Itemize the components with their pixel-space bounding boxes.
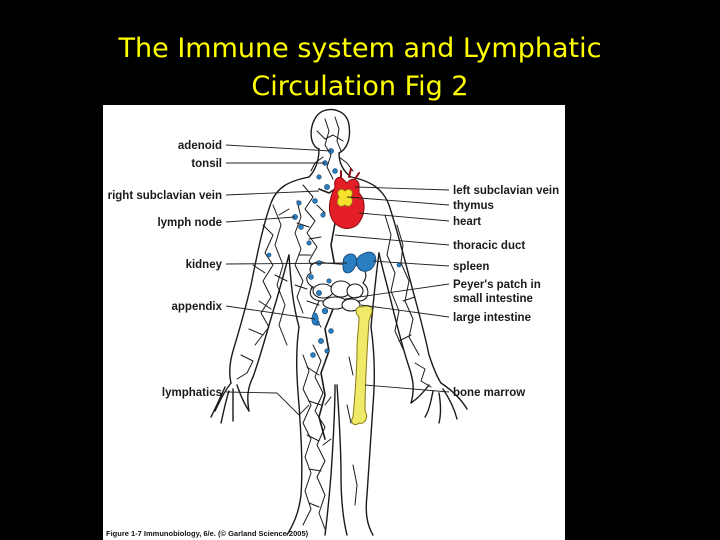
lymphatic-system-diagram: adenoid tonsil right subclavian vein lym…	[106, 108, 559, 538]
label-spleen: spleen	[453, 261, 489, 273]
label-kidney: kidney	[186, 259, 223, 271]
slide-title-line-1: The Immune system and Lymphatic	[118, 33, 602, 64]
kidney	[342, 253, 357, 274]
label-thoracic-duct: thoracic duct	[453, 240, 525, 252]
label-heart: heart	[453, 216, 481, 228]
body-outline	[210, 108, 468, 536]
label-large-intestine: large intestine	[453, 312, 531, 324]
figure-caption: Figure 1-7 Immunobiology, 6/e. (© Garlan…	[106, 529, 309, 538]
label-peyers-patch-line-1: Peyer's patch in	[453, 279, 541, 291]
labels-left: adenoid tonsil right subclavian vein lym…	[108, 140, 223, 399]
intestines	[306, 261, 369, 312]
leader-lines	[225, 144, 450, 416]
label-left-subclavian-vein: left subclavian vein	[453, 185, 559, 197]
label-lymphatics: lymphatics	[162, 387, 222, 399]
slide-title-line-2: Circulation Fig 2	[251, 71, 469, 102]
figure-panel: adenoid tonsil right subclavian vein lym…	[103, 105, 565, 540]
label-adenoid: adenoid	[178, 140, 222, 152]
bone-marrow	[351, 304, 373, 426]
label-bone-marrow: bone marrow	[453, 387, 525, 399]
labels-right: left subclavian vein thymus heart thorac…	[453, 185, 559, 399]
lymphatic-vessels	[236, 116, 432, 530]
label-lymph-node: lymph node	[157, 217, 222, 229]
label-peyers-patch-line-2: small intestine	[453, 293, 533, 305]
label-thymus: thymus	[453, 200, 494, 212]
lymph-nodes	[266, 148, 402, 358]
label-right-subclavian-vein: right subclavian vein	[108, 190, 222, 202]
label-tonsil: tonsil	[191, 158, 222, 170]
spleen	[356, 251, 377, 272]
label-appendix: appendix	[172, 301, 223, 313]
slide-title: The Immune system and Lymphatic Circulat…	[0, 30, 720, 106]
thymus	[337, 189, 353, 207]
